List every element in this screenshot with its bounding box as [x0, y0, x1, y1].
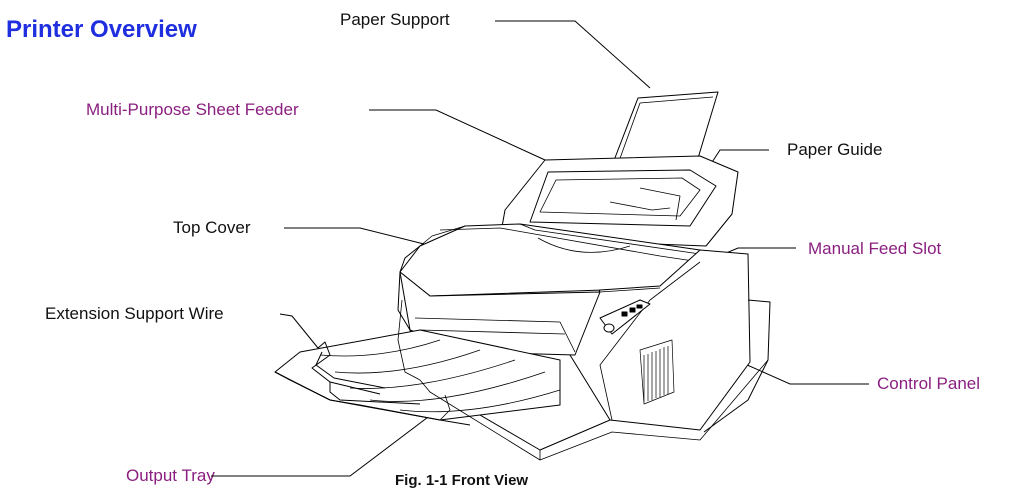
- page-title: Printer Overview: [6, 16, 197, 43]
- leader-paper-support: [495, 21, 650, 88]
- figure-caption: Fig. 1-1 Front View: [395, 472, 529, 489]
- label-output-tray: Output Tray: [126, 466, 215, 485]
- label-manual-feed-slot: Manual Feed Slot: [808, 239, 942, 258]
- control-panel-drawing: [600, 300, 650, 334]
- label-paper-support: Paper Support: [340, 10, 450, 29]
- leader-multi-purpose-sheet-feeder: [369, 110, 545, 160]
- label-multi-purpose-sheet-feeder: Multi-Purpose Sheet Feeder: [86, 100, 299, 119]
- label-extension-support-wire: Extension Support Wire: [45, 304, 224, 323]
- label-paper-guide: Paper Guide: [787, 140, 883, 159]
- label-top-cover: Top Cover: [173, 218, 251, 237]
- leader-top-cover: [284, 228, 440, 248]
- leader-extension-support-wire: [280, 314, 318, 348]
- extension-support-wire-drawing: [312, 342, 420, 404]
- output-tray-drawing: [275, 330, 560, 425]
- leader-output-tray: [211, 408, 440, 476]
- label-control-panel: Control Panel: [877, 374, 981, 393]
- printer-drawing: [275, 92, 770, 460]
